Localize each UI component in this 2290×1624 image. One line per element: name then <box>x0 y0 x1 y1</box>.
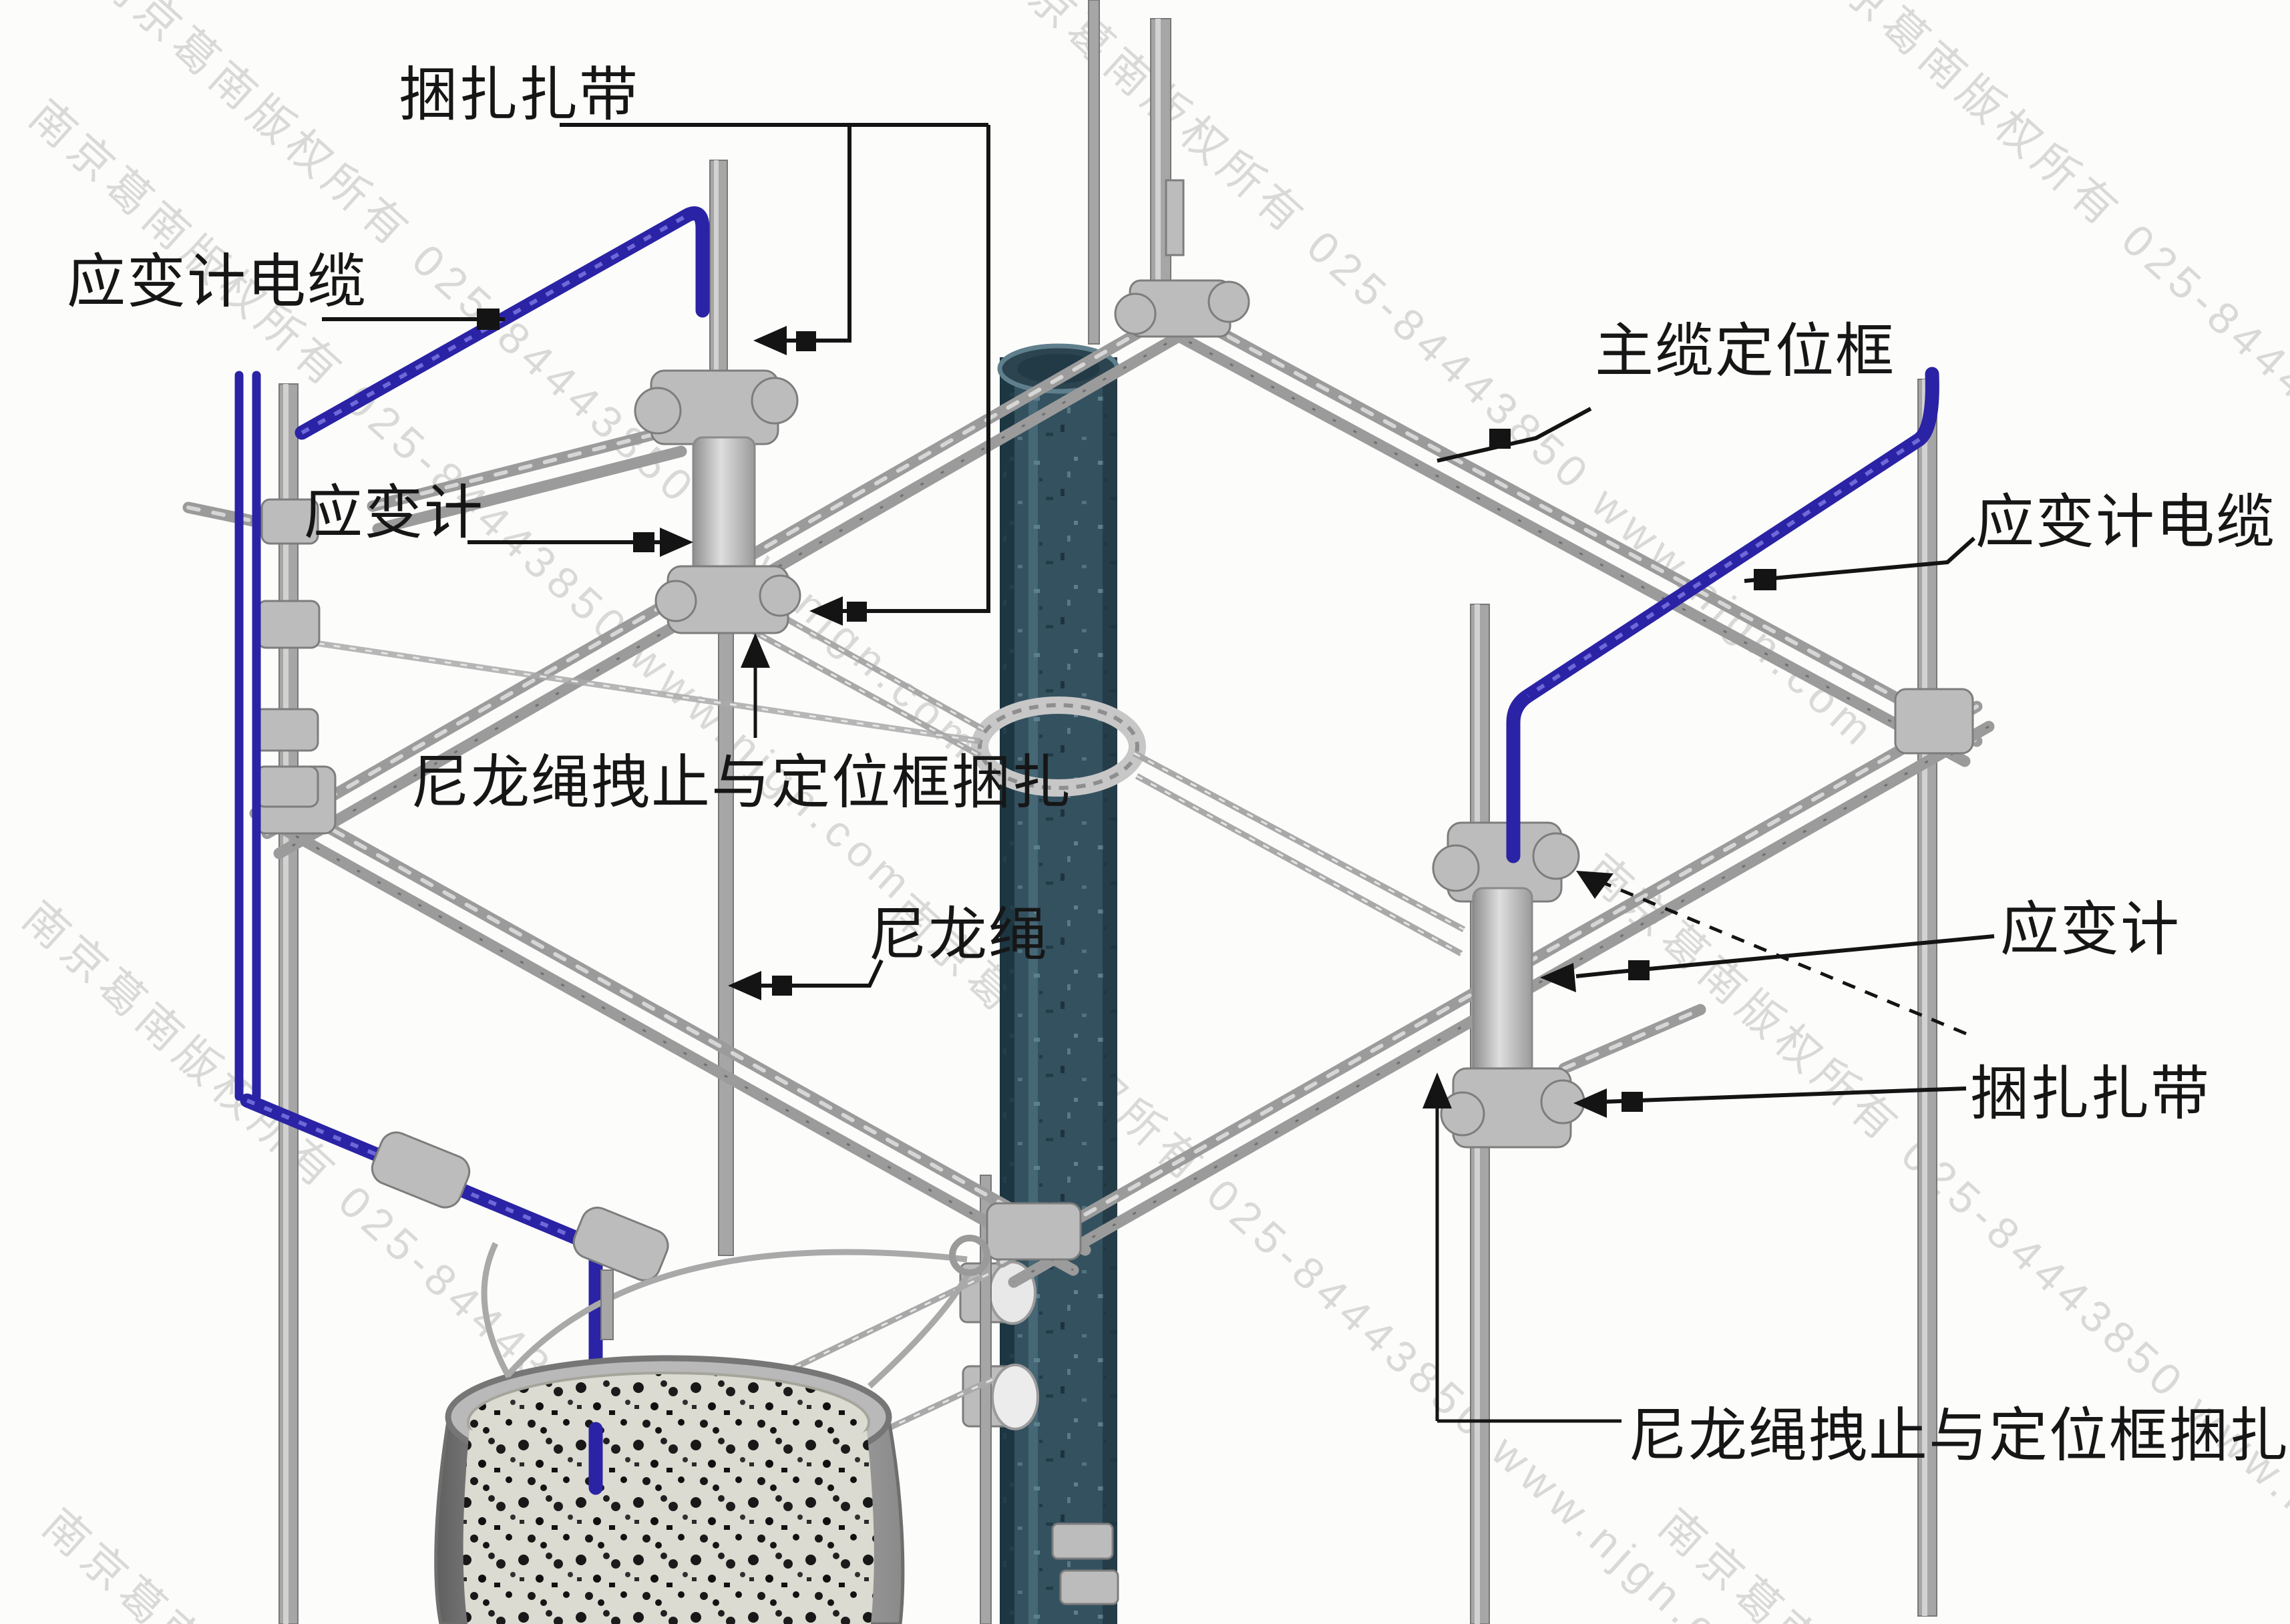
left-suspension-rod-highlight <box>283 384 289 1624</box>
label-strain-gauge-cable-right: 应变计电缆 <box>1975 489 2276 555</box>
label-nylon-restraint-left: 尼龙绳拽止与定位框捆扎 <box>411 749 1072 815</box>
top-rod-sleeve <box>1165 179 1185 256</box>
bucket-bail-right <box>867 1269 973 1389</box>
bucket <box>434 1235 990 1624</box>
top-frame-rod-highlight <box>1155 19 1161 313</box>
label-main-cable-frame: 主缆定位框 <box>1595 318 1895 384</box>
label-strain-gauge-right: 应变计 <box>2000 896 2180 962</box>
right-strain-gauge-assembly <box>1432 821 1706 1149</box>
label-binding-tie-left: 捆扎扎带 <box>399 61 639 128</box>
strain-gauge-cables <box>234 206 1939 1494</box>
frame-corner-bottom <box>986 1202 1082 1261</box>
bucket-side-rod <box>600 1269 614 1340</box>
label-nylon-rope: 尼龙绳 <box>868 901 1048 968</box>
frame-corner-right <box>1894 688 1974 755</box>
left-strain-gauge-assembly <box>367 369 801 634</box>
label-strain-gauge-left: 应变计 <box>304 479 484 546</box>
watermark-text: 南京葛南版权所有 025-84443850 www.njgn.com <box>1650 1499 2290 1624</box>
left-gauge-cable-diagonal <box>295 206 710 440</box>
left-gauge-rod-highlight <box>714 160 719 441</box>
bucket-aggregate-fill <box>463 1429 874 1624</box>
bail-ring <box>949 1235 990 1276</box>
callout-leaders <box>322 123 1995 1423</box>
nylon-rope-rod <box>718 620 734 1256</box>
column-lower-clamp-lower <box>962 1364 1039 1430</box>
bucket-bail-left <box>481 1242 512 1379</box>
label-nylon-restraint-right: 尼龙绳拽止与定位框捆扎 <box>1628 1402 2289 1468</box>
column-bottom-fittings <box>1051 1522 1119 1605</box>
label-binding-tie-right: 捆扎扎带 <box>1970 1060 2211 1127</box>
right-suspension-rod-highlight <box>1922 379 1927 1616</box>
right-gauge-cable <box>1506 367 1939 863</box>
cable-inline-fitting <box>572 1207 669 1281</box>
column-left-shade <box>1000 357 1014 1624</box>
rope-collar-ring <box>971 696 1146 797</box>
column-top-rod <box>1088 0 1100 345</box>
column-side-rod <box>980 1175 992 1624</box>
left-strain-gauge-body <box>692 436 756 582</box>
vertical-rods <box>278 0 1937 1624</box>
label-strain-gauge-cable-left: 应变计电缆 <box>67 248 367 315</box>
column-body <box>1000 357 1117 1624</box>
column-right-shade <box>1103 357 1117 1624</box>
frame-corner-top <box>1114 279 1250 338</box>
bucket-bail-main <box>505 1249 968 1378</box>
main-cable-column <box>959 343 1146 1624</box>
cable-inline-fitting <box>371 1131 471 1209</box>
column-highlight <box>1028 357 1038 1624</box>
callout-labels: 捆扎扎带 应变计电缆 应变计 尼龙绳拽止与定位框捆扎 尼龙绳 主缆定位框 应变计… <box>67 61 2289 1468</box>
right-strain-gauge-body <box>1472 887 1533 1083</box>
